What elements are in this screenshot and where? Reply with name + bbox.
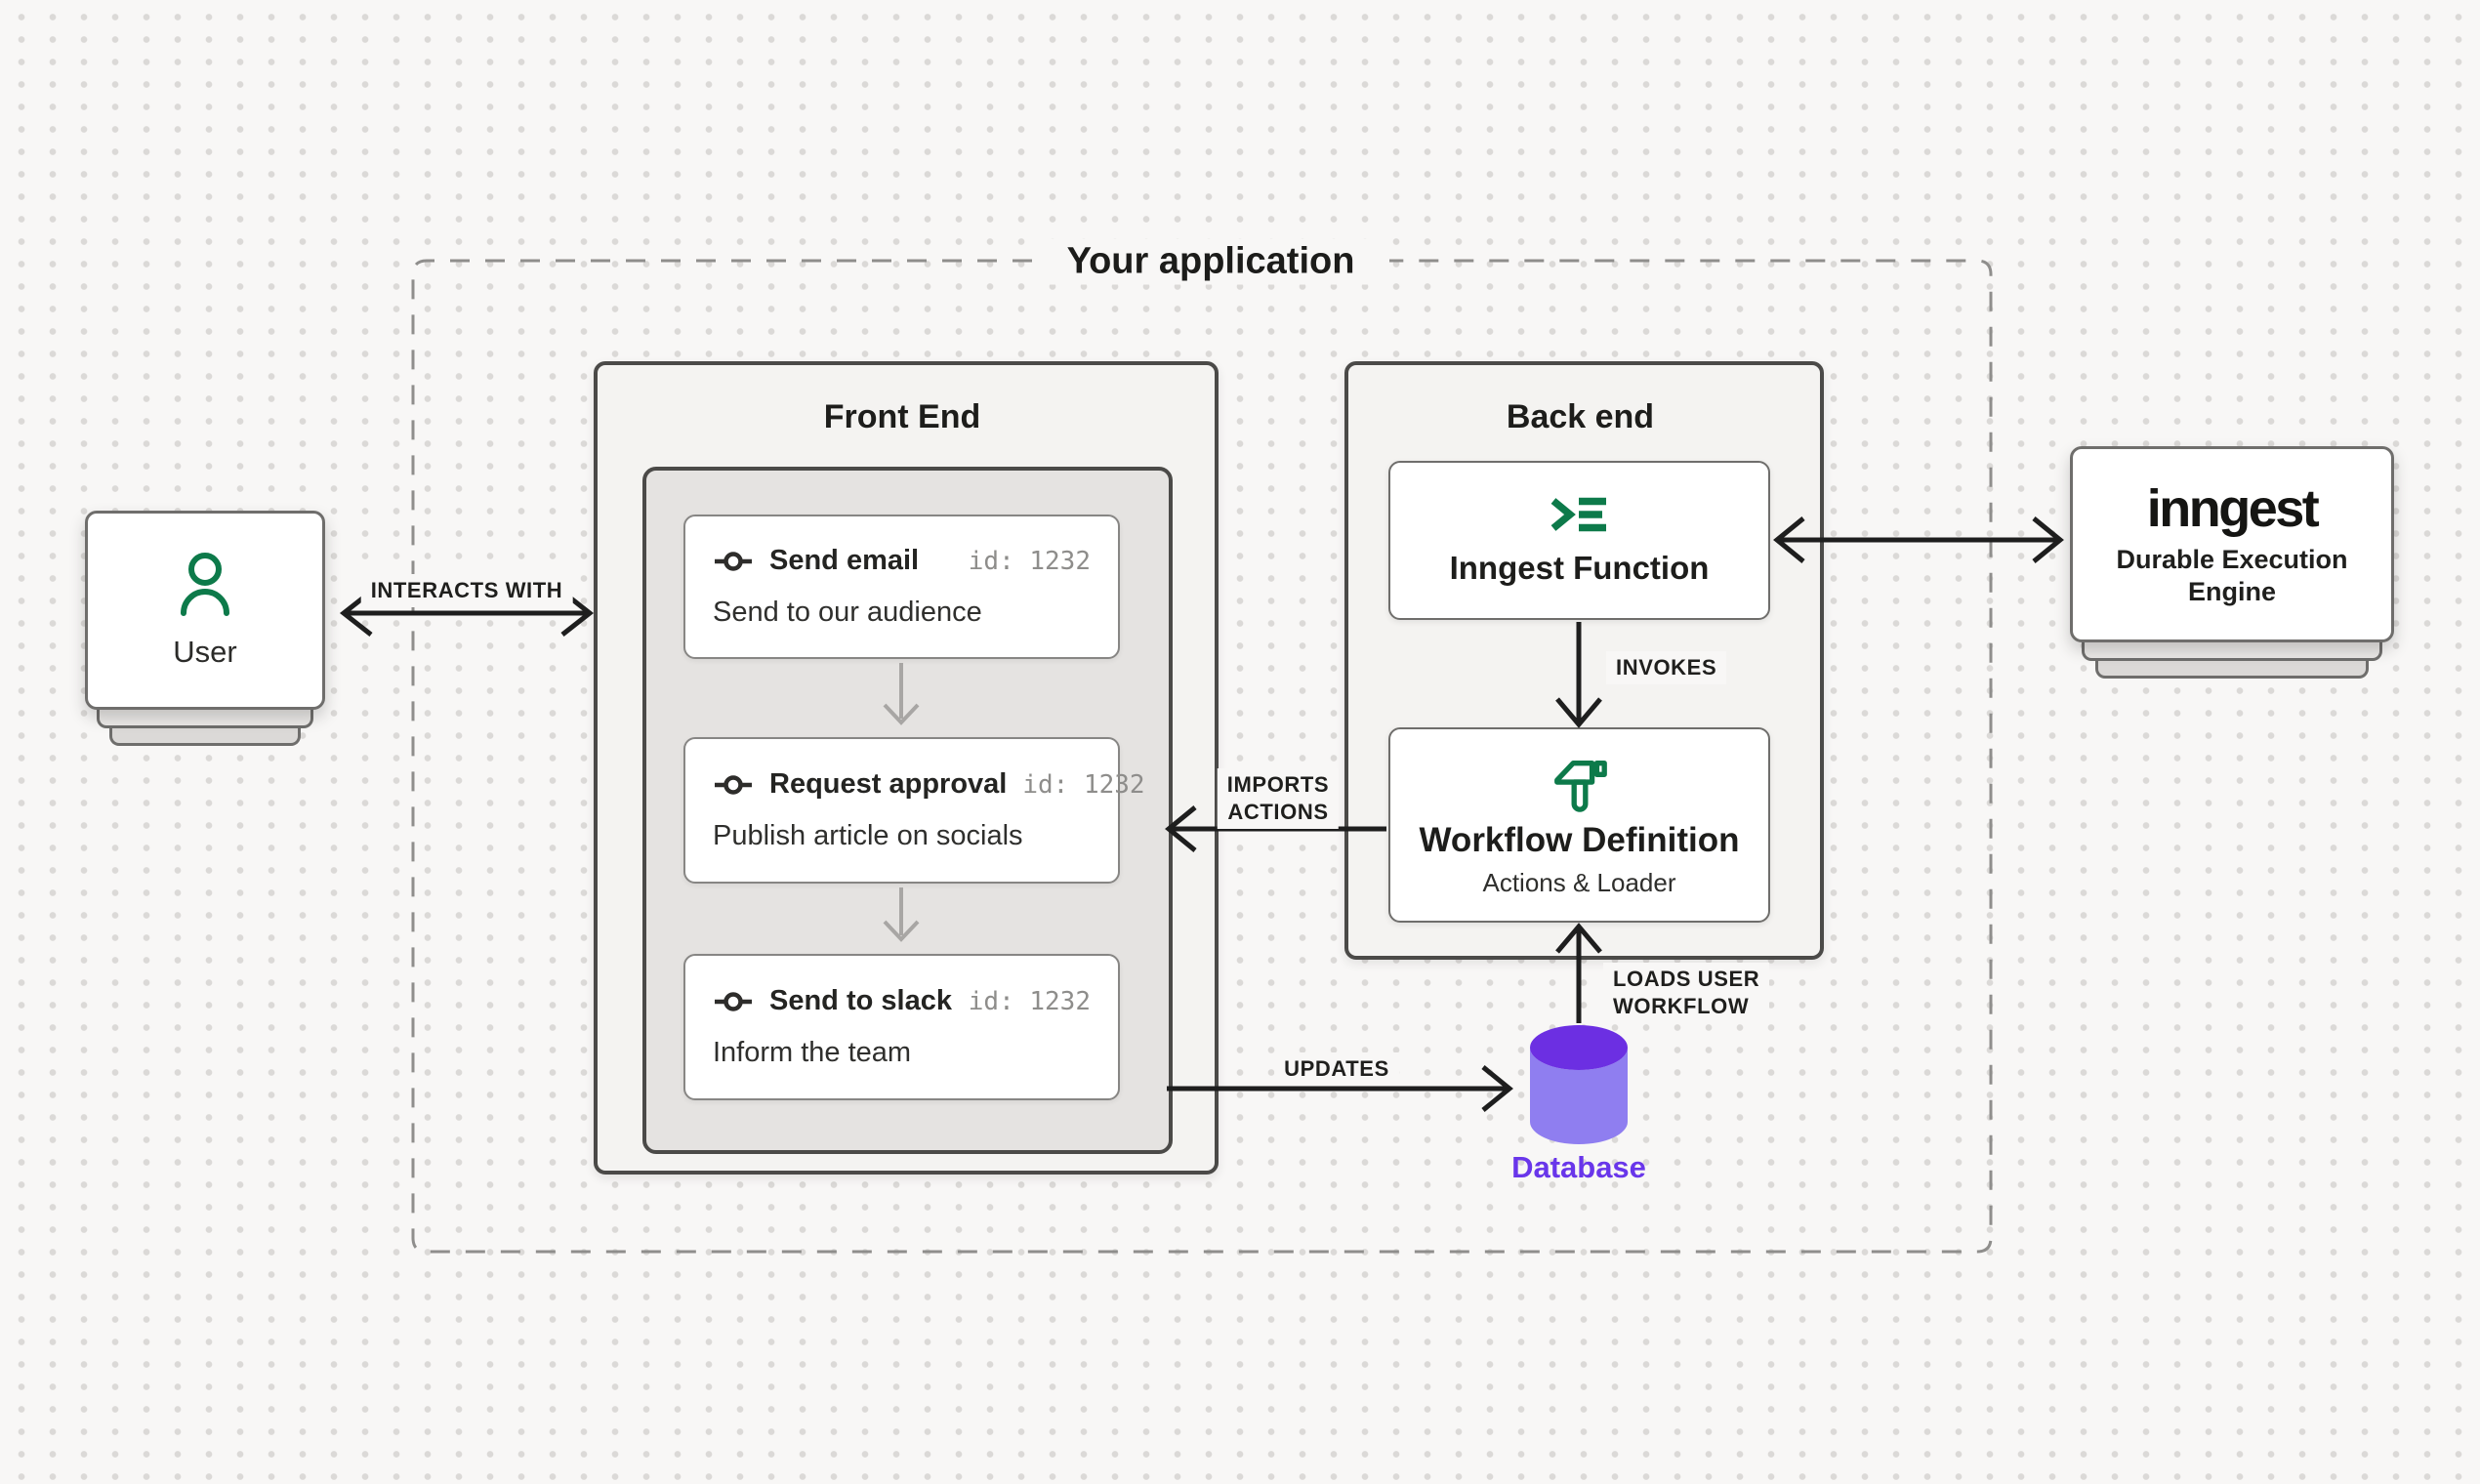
workflow-step-icon	[713, 772, 754, 798]
edge-label-imports-actions: IMPORTS ACTIONS	[1217, 768, 1340, 829]
workflow-definition-subtitle: Actions & Loader	[1482, 867, 1676, 897]
inngest-engine-pedestal-2	[2095, 659, 2369, 679]
application-boundary-title: Your application	[1041, 238, 1381, 285]
edge-label-interacts-with: INTERACTS WITH	[360, 574, 573, 607]
database-icon	[1528, 1024, 1630, 1149]
inngest-function-card: Inngest Function	[1388, 461, 1770, 620]
workflow-definition-card: Workflow Definition Actions & Loader	[1388, 727, 1770, 923]
step-title: Send to slack	[769, 985, 952, 1016]
inngest-tagline-line1: Durable Execution	[2116, 544, 2348, 574]
inngest-engine-pedestal-1	[2082, 640, 2382, 661]
workflow-step-icon	[713, 989, 754, 1014]
terminal-list-icon	[1550, 495, 1610, 534]
step-card-send-to-slack: Send to slack id: 1232 Inform the team	[683, 954, 1120, 1100]
user-node-pedestal-2	[109, 726, 301, 746]
step-id: id: 1232	[968, 546, 1091, 576]
backend-title: Back end	[1506, 398, 1655, 435]
inngest-wordmark: inngest	[2146, 478, 2320, 538]
inngest-function-label: Inngest Function	[1449, 549, 1710, 586]
inngest-tagline-line2: Engine	[2187, 576, 2276, 606]
edge-label-invokes: INVOKES	[1606, 651, 1727, 684]
frontend-title: Front End	[823, 398, 981, 435]
user-node-pedestal-1	[97, 708, 313, 728]
user-icon	[174, 551, 236, 619]
edge-label-updates: UPDATES	[1274, 1052, 1399, 1086]
step-id: id: 1232	[968, 986, 1091, 1016]
user-label: User	[173, 635, 237, 669]
step-card-request-approval: Request approval id: 1232 Publish articl…	[683, 737, 1145, 884]
inngest-engine-node: inngest Durable Execution Engine	[2070, 446, 2394, 642]
database-label: Database	[1511, 1150, 1646, 1184]
workflow-definition-title: Workflow Definition	[1419, 820, 1740, 859]
edge-label-loads-user-workflow: LOADS USER WORKFLOW	[1603, 963, 1770, 1023]
step-title: Request approval	[769, 768, 1008, 800]
step-id: id: 1232	[1022, 769, 1145, 800]
step-description: Inform the team	[713, 1037, 912, 1068]
user-node: User	[85, 511, 325, 710]
step-card-send-email: Send email id: 1232 Send to our audience	[683, 515, 1120, 659]
step-title: Send email	[769, 545, 920, 576]
step-description: Send to our audience	[713, 597, 982, 628]
step-description: Publish article on socials	[713, 820, 1023, 851]
hammer-icon	[1550, 753, 1610, 813]
workflow-step-icon	[713, 549, 754, 574]
